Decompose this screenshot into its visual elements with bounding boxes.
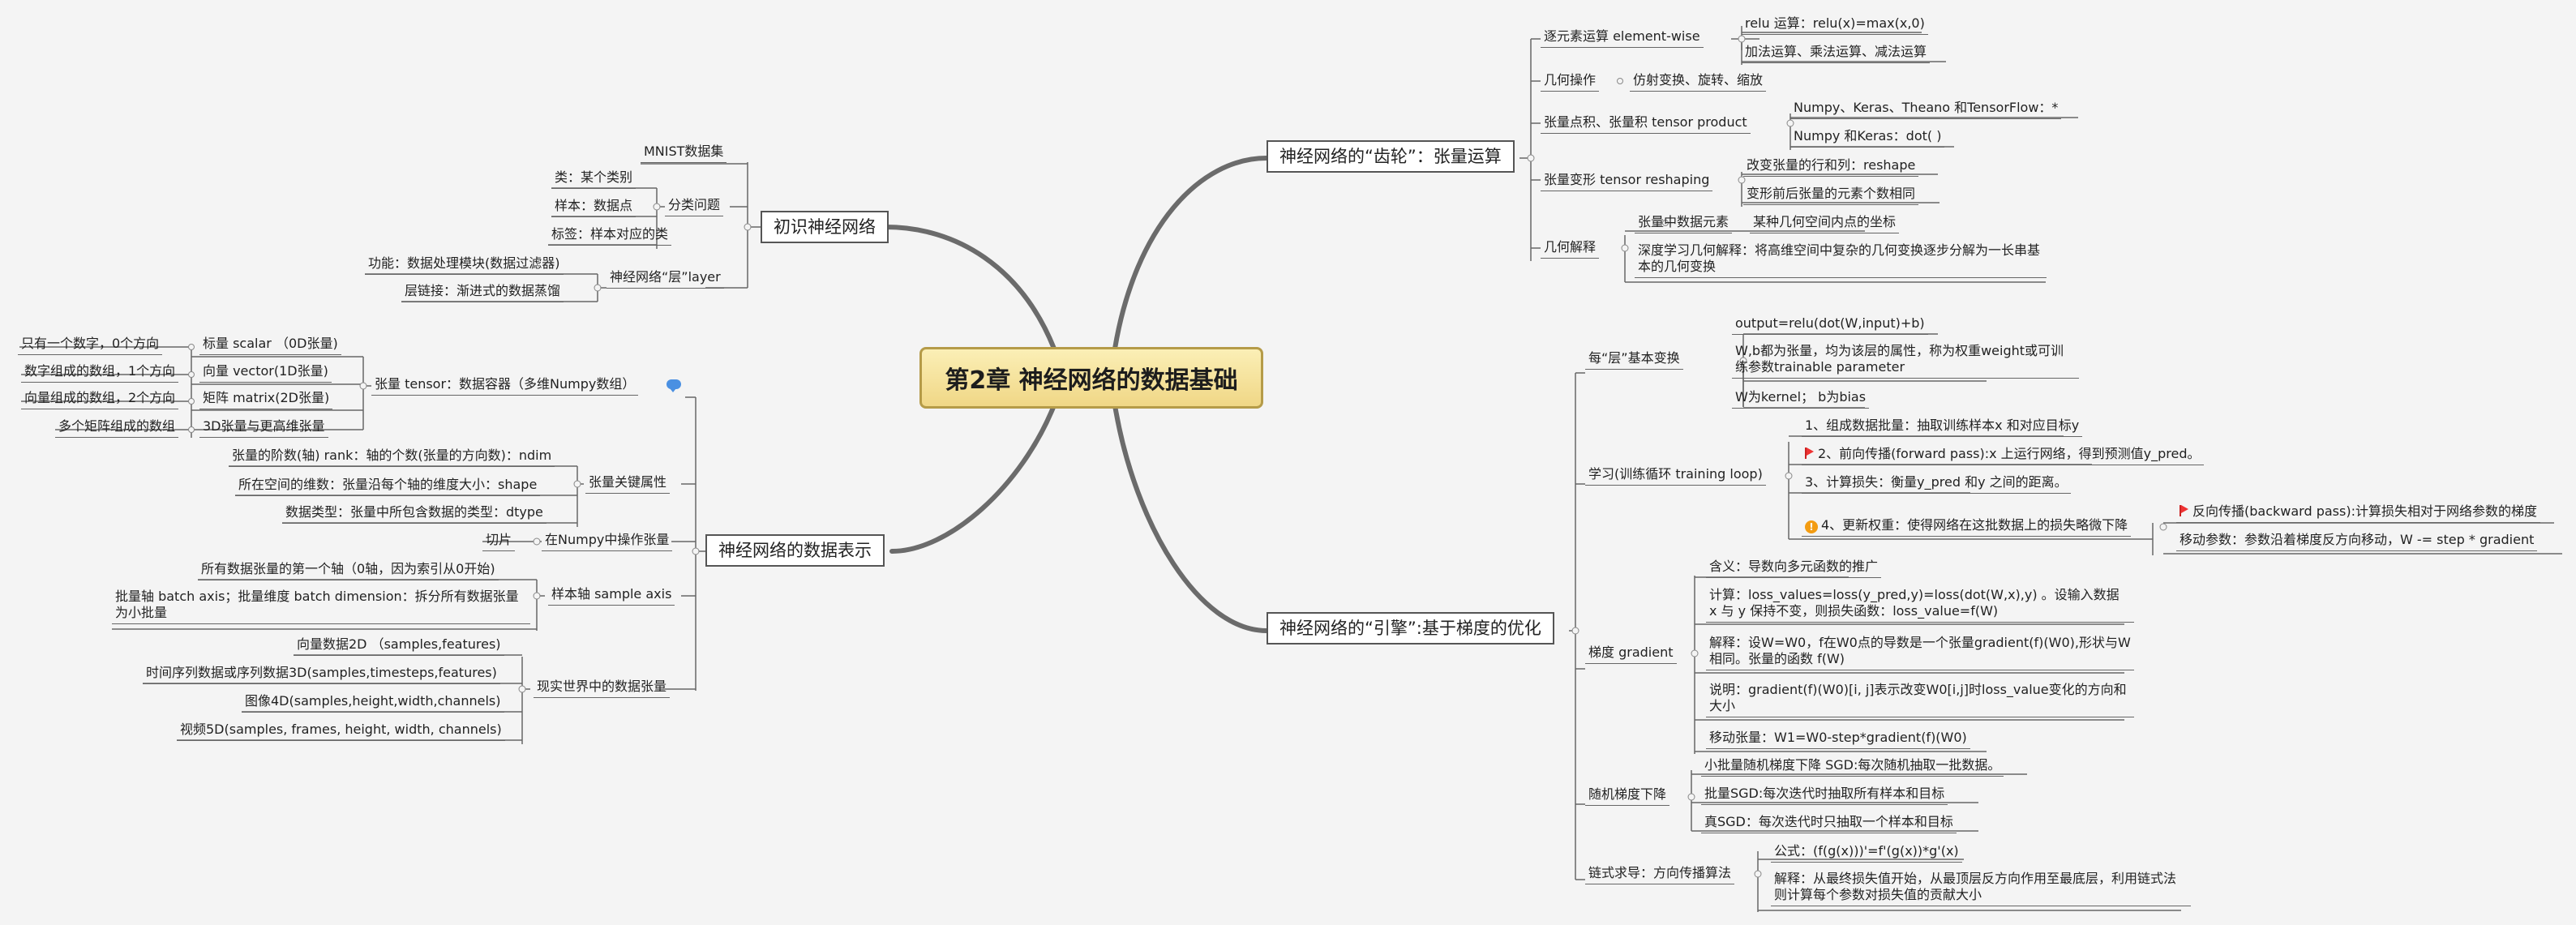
topic-geom-op-desc[interactable]: 仿射变换、旋转、缩放 xyxy=(1630,71,1767,92)
topic-tensor-ops[interactable]: 神经网络的“齿轮”：张量运算 xyxy=(1267,140,1515,173)
topic-output[interactable]: output=relu(dot(W,input)+b) xyxy=(1732,315,1928,335)
topic-matrix-desc[interactable]: 向量组成的数组，2个方向 xyxy=(21,389,179,409)
topic-tensor-elem[interactable]: 张量中数据元素 xyxy=(1635,213,1733,233)
topic-scalar[interactable]: 标量 scalar （0D张量) xyxy=(199,335,341,355)
topic-vector-desc[interactable]: 数字组成的数组，1个方向 xyxy=(21,362,179,383)
topic-shape[interactable]: 所在空间的维数：张量沿每个轴的维度大小：shape xyxy=(235,476,541,496)
topic-ts-data[interactable]: 时间序列数据或序列数据3D(samples,timesteps,features… xyxy=(143,664,500,684)
topic-true-sgd[interactable]: 真SGD：每次迭代时只抽取一个样本和目标 xyxy=(1701,813,1957,833)
topic-first-axis[interactable]: 所有数据张量的第一个轴（0轴，因为索引从0开始) xyxy=(198,560,499,580)
topic-slice[interactable]: 切片 xyxy=(482,531,516,551)
topic-scalar-desc[interactable]: 只有一个数字，0个方向 xyxy=(18,335,163,355)
topic-class[interactable]: 类：某个类别 xyxy=(551,169,636,189)
topic-dl-geom[interactable]: 深度学习几何解释：将高维空间中复杂的几何变换逐步分解为一长串基本的几何变换 xyxy=(1635,242,2047,278)
topic-relu[interactable]: relu 运算：relu(x)=max(x,0) xyxy=(1742,15,1928,35)
topic-sample-axis[interactable]: 样本轴 sample axis xyxy=(548,585,675,606)
topic-layer[interactable]: 神经网络“层”layer xyxy=(606,268,724,289)
root-topic[interactable]: 第2章 神经网络的数据基础 xyxy=(919,347,1263,409)
topic-step1[interactable]: 1、组成数据批量：抽取训练样本x 和对应目标y xyxy=(1802,417,2083,437)
topic-classification[interactable]: 分类问题 xyxy=(665,196,724,216)
topic-dtype[interactable]: 数据类型：张量中所包含数据的类型：dtype xyxy=(282,503,546,524)
topic-vector[interactable]: 向量 vector(1D张量) xyxy=(199,362,332,383)
red-flag-icon xyxy=(1805,448,1815,459)
topic-batch-axis[interactable]: 批量轴 batch axis；批量维度 batch dimension：拆分所有… xyxy=(112,588,530,624)
topic-reshape-rc[interactable]: 改变张量的行和列：reshape xyxy=(1743,156,1919,177)
topic-geom-op[interactable]: 几何操作 xyxy=(1541,71,1600,92)
topic-training-loop[interactable]: 学习(训练循环 training loop) xyxy=(1585,465,1766,486)
topic-label[interactable]: 标签：样本对应的类 xyxy=(548,225,672,246)
topic-reshape[interactable]: 张量变形 tensor reshaping xyxy=(1541,171,1713,191)
topic-step2[interactable]: 2、前向传播(forward pass):x 上运行网络，得到预测值y_pred… xyxy=(1802,445,2204,465)
topic-grad-move[interactable]: 移动张量：W1=W0-step*gradient(f)(W0) xyxy=(1706,729,1970,749)
topic-sample[interactable]: 样本：数据点 xyxy=(551,197,636,217)
exclamation-icon: ! xyxy=(1805,520,1818,533)
topic-tensor-attrs[interactable]: 张量关键属性 xyxy=(585,473,671,494)
topic-arith[interactable]: 加法运算、乘法运算、减法运算 xyxy=(1742,43,1931,63)
topic-step4[interactable]: !4、更新权重：使得网络在这批数据上的损失略微下降 xyxy=(1802,516,2132,537)
topic-elementwise[interactable]: 逐元素运算 element-wise xyxy=(1541,28,1704,48)
red-flag-icon xyxy=(2180,505,2189,516)
topic-grad-calc[interactable]: 计算：loss_values=loss(y_pred,y)=loss(dot(W… xyxy=(1706,586,2134,623)
topic-tensor-elem-desc[interactable]: 某种几何空间内点的坐标 xyxy=(1750,213,1900,233)
topic-engine[interactable]: 神经网络的“引擎”:基于梯度的优化 xyxy=(1267,612,1554,645)
topic-grad-note[interactable]: 说明：gradient(f)(W0)[i, j]表示改变W0[i,j]时loss… xyxy=(1706,681,2134,717)
topic-backprop[interactable]: 反向传播(backward pass):计算损失相对于网络参数的梯度 xyxy=(2176,503,2540,523)
topic-tensor[interactable]: 张量 tensor：数据容器（多维Numpy数组） xyxy=(371,375,639,396)
topic-numpy-ops[interactable]: 在Numpy中操作张量 xyxy=(542,531,673,551)
topic-layer-chain[interactable]: 层链接：渐进式的数据蒸馏 xyxy=(401,282,564,302)
topic-data-repr[interactable]: 神经网络的数据表示 xyxy=(705,534,885,567)
topic-gradient[interactable]: 梯度 gradient xyxy=(1585,644,1677,664)
topic-geom-exp[interactable]: 几何解释 xyxy=(1541,238,1600,259)
topic-kernel-bias[interactable]: W为kernel； b为bias xyxy=(1732,388,1870,409)
topic-chain-explain[interactable]: 解释：从最终损失值开始，从最顶层反方向作用至最底层，利用链式法则计算每个参数对损… xyxy=(1771,870,2191,906)
topic-matrix[interactable]: 矩阵 matrix(2D张量) xyxy=(199,389,333,409)
note-icon[interactable] xyxy=(667,379,681,392)
topic-grad-explain[interactable]: 解释：设W=W0，f在W0点的导数是一个张量gradient(f)(W0),形状… xyxy=(1706,634,2134,670)
topic-layer-calc[interactable]: 每“层”基本变换 xyxy=(1585,349,1683,370)
topic-mini-sgd[interactable]: 小批量随机梯度下降 SGD:每次随机抽取一批数据。 xyxy=(1701,756,2004,777)
topic-mnist[interactable]: MNIST数据集 xyxy=(641,143,727,163)
topic-sgd[interactable]: 随机梯度下降 xyxy=(1585,786,1670,806)
topic-real-tensors[interactable]: 现实世界中的数据张量 xyxy=(534,678,671,698)
topic-chain-formula[interactable]: 公式：(f(g(x)))'=f'(g(x))*g'(x) xyxy=(1771,842,1962,863)
topic-chain-rule[interactable]: 链式求导：方向传播算法 xyxy=(1585,864,1735,884)
topic-dot[interactable]: 张量点积、张量积 tensor product xyxy=(1541,113,1751,134)
topic-wb[interactable]: W,b都为张量，均为该层的属性，称为权重weight或可训练参数trainabl… xyxy=(1732,342,2079,379)
topic-step3[interactable]: 3、计算损失：衡量y_pred 和y 之间的距离。 xyxy=(1802,473,2071,494)
topic-video-data[interactable]: 视频5D(samples, frames, height, width, cha… xyxy=(177,721,505,741)
topic-img-data[interactable]: 图像4D(samples,height,width,channels) xyxy=(242,692,504,713)
topic-3d-tensor[interactable]: 3D张量与更高维张量 xyxy=(199,418,328,438)
topic-3d-desc[interactable]: 多个矩阵组成的数组 xyxy=(55,418,179,438)
topic-layer-func[interactable]: 功能：数据处理模块(数据过滤器) xyxy=(365,255,564,275)
topic-ndim[interactable]: 张量的阶数(轴) rank：轴的个数(张量的方向数)：ndim xyxy=(229,447,555,467)
topic-grad-def[interactable]: 含义：导数向多元函数的推广 xyxy=(1706,558,1882,578)
topic-reshape-same[interactable]: 变形前后张量的元素个数相同 xyxy=(1743,185,1919,205)
topic-move-params[interactable]: 移动参数：参数沿着梯度反方向移动，W -= step * gradient xyxy=(2176,531,2538,551)
topic-intro-nn[interactable]: 初识神经网络 xyxy=(761,211,889,243)
topic-dot-np[interactable]: Numpy、Keras、Theano 和TensorFlow：* xyxy=(1790,99,2062,119)
topic-vec-data[interactable]: 向量数据2D （samples,features) xyxy=(294,636,504,656)
topic-dot-keras[interactable]: Numpy 和Keras：dot( ) xyxy=(1790,127,1945,148)
topic-batch-sgd[interactable]: 批量SGD:每次迭代时抽取所有样本和目标 xyxy=(1701,785,1948,805)
